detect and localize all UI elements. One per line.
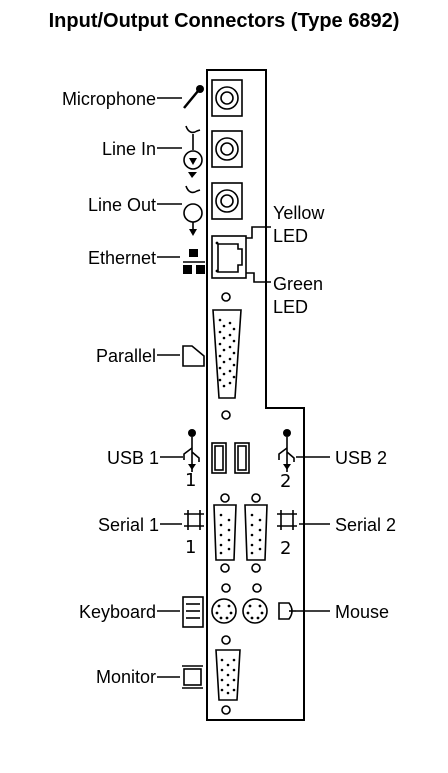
usb-2-number: 2 (280, 471, 291, 492)
line-in-icon (183, 125, 203, 170)
keyboard-icon (182, 596, 204, 628)
parallel-port (212, 292, 242, 420)
label-yellow-led-line1: Yellow (273, 203, 325, 223)
vga-pins (220, 658, 236, 695)
label-mouse: Mouse (335, 602, 390, 622)
parallel-pins (218, 318, 236, 388)
label-usb-2: USB 2 (335, 448, 388, 468)
label-yellow-led-line2: LED (273, 226, 309, 246)
line-in-jack (211, 130, 243, 168)
serial-1-number: 1 (185, 537, 196, 558)
ps2-pins (215, 604, 264, 620)
keyboard-ps2-port (211, 598, 237, 624)
label-green-led-line2: LED (273, 297, 309, 317)
serial-icon-1 (184, 510, 204, 530)
label-line-out: Line Out (87, 195, 156, 215)
label-keyboard: Keyboard (78, 602, 156, 622)
serial-icon-2 (277, 510, 297, 530)
panel-outline (206, 69, 305, 721)
line-out-jack (211, 182, 243, 220)
usb-icon-1-head (188, 429, 196, 437)
line-in-arrow (189, 158, 197, 165)
serial-2-pins (250, 513, 262, 555)
microphone-icon-head (196, 85, 204, 93)
label-monitor: Monitor (95, 667, 156, 687)
ethernet-icon-top-node (189, 249, 198, 257)
monitor-icon (182, 665, 203, 689)
parallel-icon (182, 345, 205, 367)
label-parallel: Parallel (95, 346, 156, 366)
mouse-ps2-port (242, 598, 268, 624)
page-title: Input/Output Connectors (Type 6892) (48, 10, 400, 32)
serial-2-number: 2 (280, 538, 291, 559)
microphone-icon (183, 90, 199, 109)
usb-port-2 (234, 442, 250, 474)
serial-1-pins (219, 513, 231, 555)
usb-icon-2-head (283, 429, 291, 437)
label-green-led-line1: Green (273, 274, 324, 294)
label-line-in: Line In (101, 139, 156, 159)
ethernet-port (211, 235, 247, 279)
serial-port-2 (244, 493, 268, 573)
label-ethernet: Ethernet (87, 248, 156, 268)
serial-port-1 (213, 493, 237, 573)
usb-1-number: 1 (185, 470, 196, 491)
microphone-jack (211, 79, 243, 117)
line-out-icon (183, 185, 203, 232)
label-usb-1: USB 1 (106, 448, 159, 468)
monitor-vga-port (215, 635, 241, 715)
usb-port-1 (211, 442, 227, 474)
line-out-arrow (189, 229, 197, 236)
label-serial-1: Serial 1 (97, 515, 159, 535)
mouse-icon (278, 602, 296, 620)
label-microphone: Microphone (61, 89, 156, 109)
label-serial-2: Serial 2 (335, 515, 397, 535)
